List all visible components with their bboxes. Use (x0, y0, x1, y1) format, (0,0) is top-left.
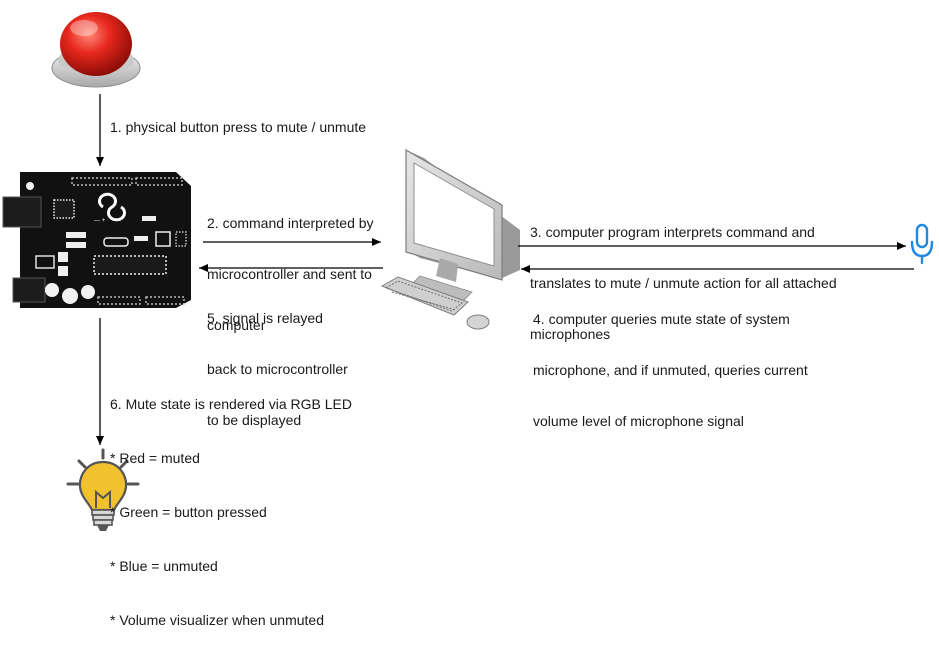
step4-line: 4. computer queries mute state of system (533, 311, 790, 327)
step4-label: 4. computer queries mute state of system… (533, 277, 808, 447)
step5-label: 5. signal is relayed back to microcontro… (207, 276, 348, 446)
svg-text:— +: — + (94, 218, 106, 224)
step1-label: 1. physical button press to mute / unmut… (110, 119, 367, 135)
step2-label: 2. command interpreted by microcontrolle… (207, 181, 374, 351)
step6-line: * Blue = unmuted (110, 558, 218, 574)
light-bulb-icon (66, 448, 140, 531)
diagram-canvas: — + (2, 12, 934, 531)
step5-line: 5. signal is relayed (207, 310, 323, 326)
step4-line: microphone, and if unmuted, queries curr… (533, 362, 808, 378)
microphone-icon (910, 223, 934, 265)
step3-line: microphones (530, 326, 611, 342)
step3-line: translates to mute / unmute action for a… (530, 275, 837, 291)
red-push-button-icon (51, 12, 141, 88)
step6-line: 6. Mute state is rendered via RGB LED (110, 396, 352, 412)
step2-line: 2. command interpreted by (207, 215, 374, 231)
step2-line: computer (207, 317, 266, 333)
step6-label: 6. Mute state is rendered via RGB LED * … (110, 359, 352, 647)
step6-line: * Volume visualizer when unmuted (110, 612, 325, 628)
step6-line: * Red = muted (110, 450, 200, 466)
step4-line: volume level of microphone signal (533, 413, 744, 429)
step2-line: microcontroller and sent to (207, 266, 372, 282)
step5-line: to be displayed (207, 412, 302, 428)
step3-line: 3. computer program interprets command a… (530, 224, 815, 240)
arduino-board-icon: — + (2, 172, 191, 308)
step3-label: 3. computer program interprets command a… (530, 190, 837, 360)
step6-line: * Green = button pressed (110, 504, 267, 520)
step5-line: back to microcontroller (207, 361, 348, 377)
computer-monitor-icon (380, 148, 520, 330)
